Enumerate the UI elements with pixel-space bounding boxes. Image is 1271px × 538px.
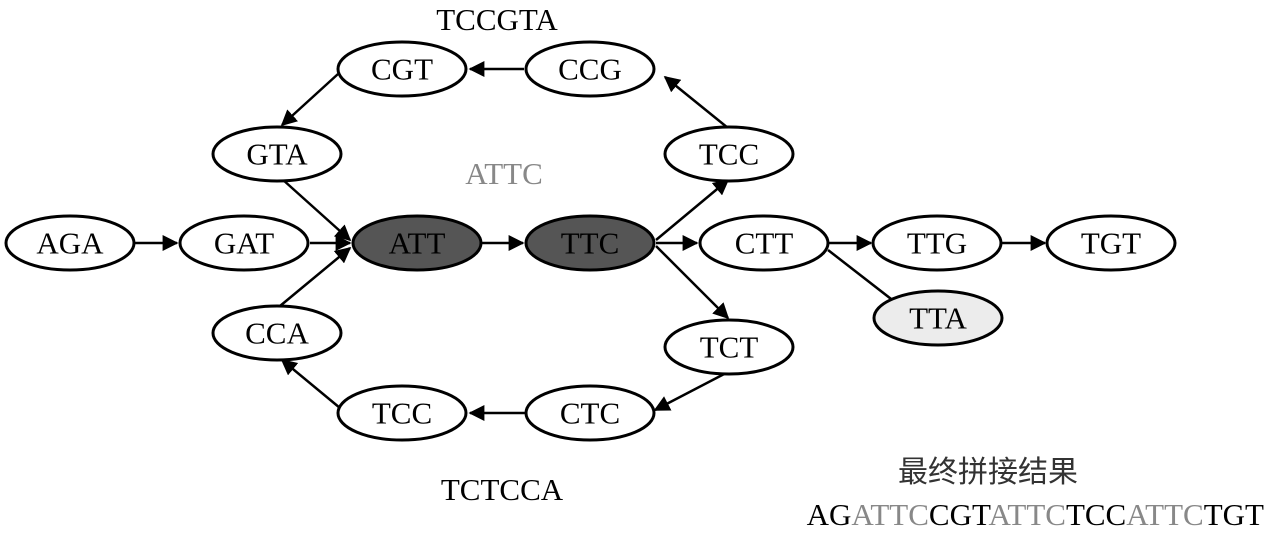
node-cca: CCA (211, 304, 343, 362)
svg-text:GTA: GTA (246, 137, 308, 172)
result-segment-3: ATTC (988, 497, 1066, 532)
svg-text:ATT: ATT (389, 226, 446, 261)
edge-cca-att (279, 246, 352, 307)
node-att: ATT (351, 214, 483, 272)
edge-cgt-gta (280, 73, 339, 127)
node-tct: TCT (663, 318, 795, 376)
node-ttg: TTG (871, 214, 1003, 272)
svg-text:AGA: AGA (36, 226, 104, 261)
edges (134, 61, 1047, 421)
result-segment-4: TCC (1066, 497, 1126, 532)
svg-text:TCC: TCC (372, 396, 432, 431)
node-tta: TTA (872, 289, 1004, 347)
svg-text:TTA: TTA (909, 301, 967, 336)
svg-text:TCC: TCC (699, 137, 759, 172)
node-tcc-top: TCC (663, 125, 795, 183)
node-gta: GTA (211, 125, 343, 183)
result-sequence: AGATTCCGTATTCTCCATTCTGT (807, 497, 1264, 532)
svg-text:GAT: GAT (214, 226, 274, 261)
node-cgt: CGT (336, 40, 468, 98)
svg-text:TTG: TTG (907, 226, 967, 261)
result-segment-2: CGT (929, 497, 991, 532)
result-segment-5: ATTC (1126, 497, 1204, 532)
label-bottom-path: TCTCCA (441, 472, 564, 507)
node-tgt: TGT (1045, 214, 1177, 272)
edge-gta-att (281, 178, 352, 242)
svg-text:CGT: CGT (371, 52, 433, 87)
node-aga: AGA (4, 214, 136, 272)
edge-ctt-tta (827, 249, 896, 303)
node-ctt: CTT (698, 214, 830, 272)
result-segment-0: AG (807, 497, 852, 532)
label-top-path: TCCGTA (436, 2, 558, 37)
result-title: 最终拼接结果 (898, 455, 1078, 490)
svg-text:CCG: CCG (558, 52, 622, 87)
node-ctc: CTC (524, 384, 656, 442)
node-gat: GAT (178, 214, 310, 272)
edge-tcc-bottom-cca (280, 358, 341, 409)
edge-tct-ctc (653, 370, 729, 412)
svg-text:TCT: TCT (700, 330, 759, 365)
edge-ttc-tct (655, 245, 730, 320)
result-segment-1: ATTC (851, 497, 929, 532)
svg-text:TGT: TGT (1081, 226, 1141, 261)
node-ttc: TTC (524, 214, 656, 272)
svg-text:CTC: CTC (560, 396, 620, 431)
node-ccg: CCG (524, 40, 656, 98)
edge-tcc-top-ccg (663, 75, 729, 129)
svg-text:CTT: CTT (735, 226, 794, 261)
label-middle-path: ATTC (465, 156, 543, 191)
result-segment-6: TGT (1204, 497, 1264, 532)
svg-text:TTC: TTC (561, 226, 620, 261)
nodes: AGA GAT ATT TTC CTT TTG TGT TTA (4, 40, 1177, 442)
edge-ttc-tcc-top (655, 178, 730, 241)
node-tcc-bottom: TCC (336, 384, 468, 442)
svg-text:CCA: CCA (245, 316, 309, 351)
